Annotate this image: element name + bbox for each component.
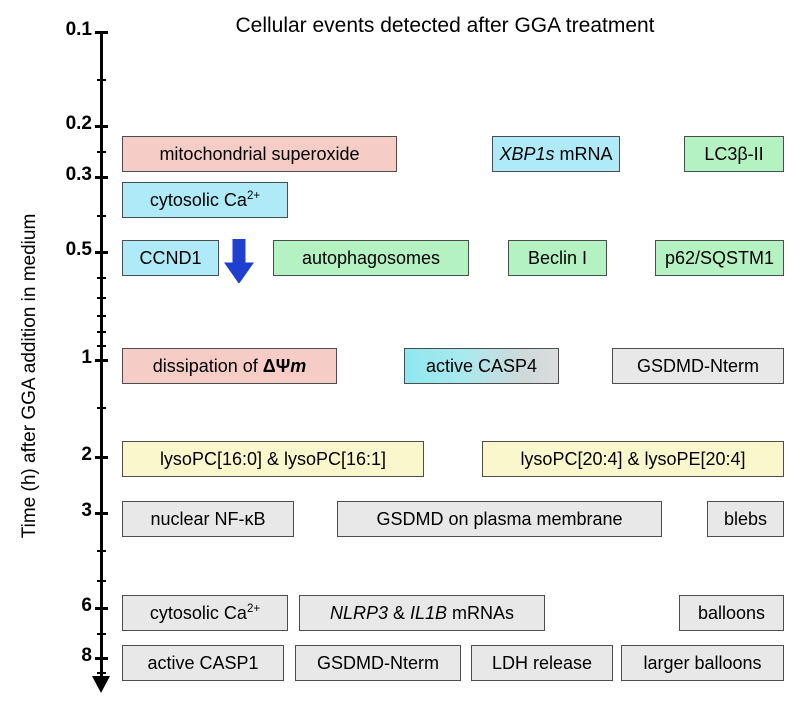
event-cytosolic-ca-6h: cytosolic Ca2+ xyxy=(122,595,288,631)
down-arrow-icon xyxy=(223,238,255,284)
axis-tick-label-text: 3 xyxy=(81,500,92,521)
axis-arrowhead-icon xyxy=(92,676,110,693)
event-gsdmd-nterm-8h: GSDMD-Nterm xyxy=(295,645,461,681)
axis-tick-major xyxy=(95,31,108,34)
event-beclin-i: Beclin I xyxy=(508,240,607,276)
event-xbp1s-mrna: XBP1s mRNA xyxy=(492,136,620,172)
event-box-label: cytosolic Ca2+ xyxy=(149,603,261,623)
axis-tick-label-text: 2 xyxy=(81,444,92,465)
axis-tick-minor xyxy=(97,151,106,153)
event-box-label: balloons xyxy=(697,603,766,623)
axis-tick-major xyxy=(95,176,108,179)
event-lysopc-20: lysoPC[20:4] & lysoPE[20:4] xyxy=(482,441,784,477)
event-active-casp4: active CASP4 xyxy=(404,348,559,384)
event-box-label: nuclear NF-κB xyxy=(150,509,266,529)
axis-tick-major xyxy=(95,607,108,610)
axis-tick-major xyxy=(95,359,108,362)
event-blebs: blebs xyxy=(707,501,784,537)
event-balloons: balloons xyxy=(679,595,784,631)
axis-tick-major xyxy=(95,512,108,515)
event-box-label: NLRP3 & IL1B mRNAs xyxy=(329,603,515,623)
axis-tick-minor xyxy=(97,407,106,409)
axis-tick-minor xyxy=(97,297,106,299)
event-box-label: GSDMD-Nterm xyxy=(317,653,439,673)
event-box-label: larger balloons xyxy=(643,653,762,673)
event-gsdmd-plasma-membrane: GSDMD on plasma membrane xyxy=(337,501,662,537)
event-larger-balloons: larger balloons xyxy=(621,645,784,681)
axis-tick-major xyxy=(95,456,108,459)
event-box-label: cytosolic Ca2+ xyxy=(149,190,261,210)
axis-tick-minor xyxy=(97,277,106,279)
event-active-casp1: active CASP1 xyxy=(122,645,284,681)
axis-tick-minor xyxy=(97,580,106,582)
time-axis-line xyxy=(100,32,103,680)
event-box-label: LDH release xyxy=(491,653,593,673)
axis-tick-minor xyxy=(97,672,106,674)
event-box-label: XBP1s mRNA xyxy=(499,144,613,164)
event-box-label: LC3β-II xyxy=(704,144,764,164)
event-ccnd1: CCND1 xyxy=(122,240,219,276)
axis-tick-label-text: 0.3 xyxy=(65,164,92,185)
axis-tick-major xyxy=(95,657,108,660)
axis-tick-minor xyxy=(97,215,106,217)
axis-tick-minor xyxy=(97,79,106,81)
axis-tick-label-text: 1 xyxy=(81,347,92,368)
axis-tick-minor xyxy=(97,550,106,552)
axis-tick-minor xyxy=(97,633,106,635)
event-dissipation-dpsim: dissipation of ΔΨm xyxy=(122,348,337,384)
event-gsdmd-nterm-1h: GSDMD-Nterm xyxy=(612,348,784,384)
axis-tick-minor xyxy=(97,331,106,333)
axis-tick-major xyxy=(95,251,108,254)
event-nuclear-nf-kb: nuclear NF-κB xyxy=(122,501,294,537)
event-lc3b-ii: LC3β-II xyxy=(684,136,784,172)
event-box-label: GSDMD on plasma membrane xyxy=(376,509,623,529)
axis-tick-label-text: 0.1 xyxy=(65,19,92,40)
event-box-label: lysoPC[16:0] & lysoPC[16:1] xyxy=(159,449,387,469)
event-mitochondrial-superoxide: mitochondrial superoxide xyxy=(122,136,397,172)
event-box-label: autophagosomes xyxy=(301,248,441,268)
page-title: Cellular events detected after GGA treat… xyxy=(235,14,655,37)
event-nlrp3-il1b-mrnas: NLRP3 & IL1B mRNAs xyxy=(299,595,545,631)
axis-tick-label-text: 8 xyxy=(81,645,92,666)
event-autophagosomes: autophagosomes xyxy=(273,240,469,276)
event-cytosolic-ca-03: cytosolic Ca2+ xyxy=(122,182,288,218)
axis-tick-major xyxy=(95,125,108,128)
event-box-label: CCND1 xyxy=(139,248,202,268)
event-p62-sqstm1: p62/SQSTM1 xyxy=(655,240,784,276)
axis-tick-label-text: 0.2 xyxy=(65,113,92,134)
event-box-label: lysoPC[20:4] & lysoPE[20:4] xyxy=(520,449,746,469)
event-box-label: mitochondrial superoxide xyxy=(159,144,360,164)
event-box-label: GSDMD-Nterm xyxy=(637,356,759,376)
event-box-label: blebs xyxy=(723,509,768,529)
axis-tick-label-text: 6 xyxy=(81,595,92,616)
axis-tick-minor xyxy=(97,315,106,317)
axis-tick-label-text: 0.5 xyxy=(65,239,92,260)
event-box-label: dissipation of ΔΨm xyxy=(152,356,307,376)
event-box-label: p62/SQSTM1 xyxy=(664,248,775,268)
event-box-label: active CASP1 xyxy=(147,653,259,673)
event-box-label: active CASP4 xyxy=(425,356,538,376)
y-axis-label: Time (h) after GGA addition in medium xyxy=(19,213,40,539)
event-box-label: Beclin I xyxy=(527,248,588,268)
axis-tick-minor xyxy=(97,345,106,347)
event-lysopc-16: lysoPC[16:0] & lysoPC[16:1] xyxy=(122,441,424,477)
event-ldh-release: LDH release xyxy=(471,645,613,681)
